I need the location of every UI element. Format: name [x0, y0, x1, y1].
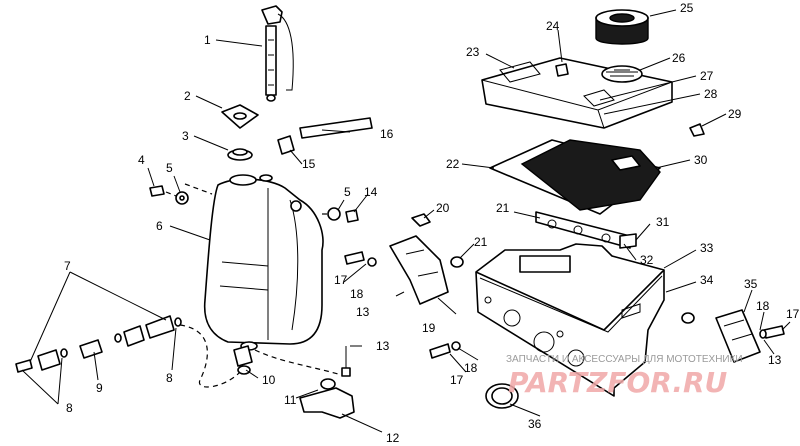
callout-13b: 13 [376, 339, 390, 353]
filler-cap-plate [221, 104, 259, 129]
callout-9: 9 [96, 381, 103, 395]
callout-2: 2 [184, 89, 191, 103]
callout-21a: 21 [474, 235, 488, 249]
oil-reservoir [475, 243, 665, 397]
air-intake-foam [595, 9, 649, 45]
callout-7: 7 [64, 259, 71, 273]
side-bracket [681, 309, 785, 363]
callout-19: 19 [422, 321, 436, 335]
callout-28: 28 [704, 87, 718, 101]
callout-22: 22 [446, 157, 460, 171]
callout-3: 3 [182, 129, 189, 143]
callout-29: 29 [728, 107, 742, 121]
callout-31: 31 [656, 215, 670, 229]
callout-15: 15 [302, 157, 316, 171]
callout-10: 10 [262, 373, 276, 387]
callout-18b: 18 [464, 361, 478, 375]
callout-36: 36 [528, 417, 542, 431]
leader-lines [21, 9, 791, 433]
callout-17b: 17 [450, 373, 464, 387]
fuel-line-assembly [15, 315, 182, 373]
callout-5a: 5 [166, 161, 173, 175]
fuel-valve [233, 345, 253, 375]
callout-23: 23 [466, 45, 480, 59]
callout-27: 27 [700, 69, 714, 83]
tank-lower-bracket [299, 346, 355, 419]
lower-bolt [429, 341, 461, 359]
cover-clip [555, 63, 705, 137]
callout-16: 16 [380, 127, 394, 141]
mounting-rail [535, 211, 637, 249]
callout-20: 20 [436, 201, 450, 215]
drain-grommet [485, 383, 519, 409]
callout-6: 6 [156, 219, 163, 233]
callout-17a: 17 [334, 273, 348, 287]
callout-1: 1 [204, 33, 211, 47]
watermark-tagline: ЗАПЧАСТИ И АКСЕССУАРЫ ДЛЯ МОТОТЕХНИКИ [506, 354, 743, 365]
callout-8b: 8 [66, 401, 73, 415]
callout-24: 24 [546, 19, 560, 33]
callout-17c: 17 [786, 307, 800, 321]
callout-18c: 18 [756, 299, 770, 313]
callout-34: 34 [700, 273, 714, 287]
air-filter-element [520, 139, 661, 211]
callout-5b: 5 [344, 185, 351, 199]
callout-13a: 13 [356, 305, 370, 319]
callout-21b: 21 [496, 201, 510, 215]
callout-labels: 1 2 3 4 5 5 6 7 8 8 9 10 11 12 13 13 13 … [64, 1, 800, 445]
callout-35: 35 [744, 277, 758, 291]
callout-26: 26 [672, 51, 686, 65]
callout-4: 4 [138, 153, 145, 167]
callout-13c: 13 [768, 353, 782, 367]
air-intake-screen [601, 65, 643, 83]
tank-mount-bolt [149, 185, 359, 223]
watermark-logo: PARTZFOR.RU [508, 366, 728, 399]
callout-11: 11 [284, 393, 297, 407]
callout-8a: 8 [166, 371, 173, 385]
callout-12: 12 [386, 431, 400, 445]
oil-tank-bracket [344, 213, 464, 305]
fuel-tank [203, 174, 324, 351]
vent-hose [277, 117, 373, 155]
callout-25: 25 [680, 1, 694, 15]
callout-18a: 18 [350, 287, 364, 301]
callout-30: 30 [694, 153, 708, 167]
callout-33: 33 [700, 241, 714, 255]
fuel-gauge-sender [261, 5, 294, 102]
watermark: ЗАПЧАСТИ И АКСЕССУАРЫ ДЛЯ МОТОТЕХНИКИ PA… [506, 354, 743, 399]
filler-grommet [227, 148, 253, 161]
callout-14: 14 [364, 185, 378, 199]
callout-32: 32 [640, 253, 654, 267]
